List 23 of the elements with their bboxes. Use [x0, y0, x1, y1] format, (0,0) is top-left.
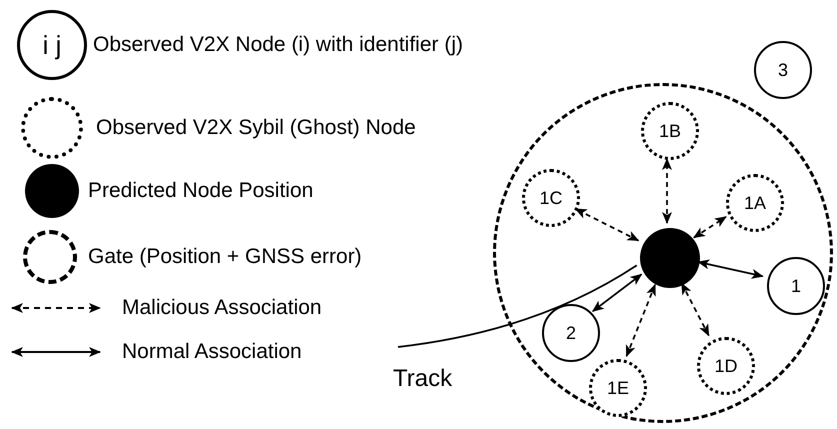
node-label: 1E: [606, 379, 630, 397]
legend-text: Predicted Node Position: [88, 180, 314, 201]
dashed-arrow: [693, 216, 727, 238]
legend-text: Observed V2X Node (i) with identifier (j): [93, 34, 463, 55]
symbol-label: i j: [42, 32, 62, 58]
legend-text: Observed V2X Sybil (Ghost) Node: [96, 117, 416, 138]
node-label: 2: [566, 324, 576, 342]
node-label: 1: [790, 277, 801, 295]
legend-text: Malicious Association: [122, 297, 322, 318]
arrow: [592, 274, 642, 312]
node-label: 3: [778, 61, 788, 79]
track-label: Track: [393, 367, 452, 391]
legend-text: Gate (Position + GNSS error): [88, 246, 362, 267]
arrow: [697, 259, 764, 279]
node-label: 1B: [658, 122, 682, 140]
node-label: 1C: [539, 189, 562, 207]
dashed-arrow: [626, 284, 656, 358]
track-line: [398, 264, 638, 348]
dashed-arrow: [680, 282, 710, 336]
node-label: 1D: [714, 357, 738, 375]
node-label: 1A: [744, 194, 766, 212]
legend-text: Normal Association: [122, 341, 302, 362]
dashed-arrow: [662, 158, 672, 224]
